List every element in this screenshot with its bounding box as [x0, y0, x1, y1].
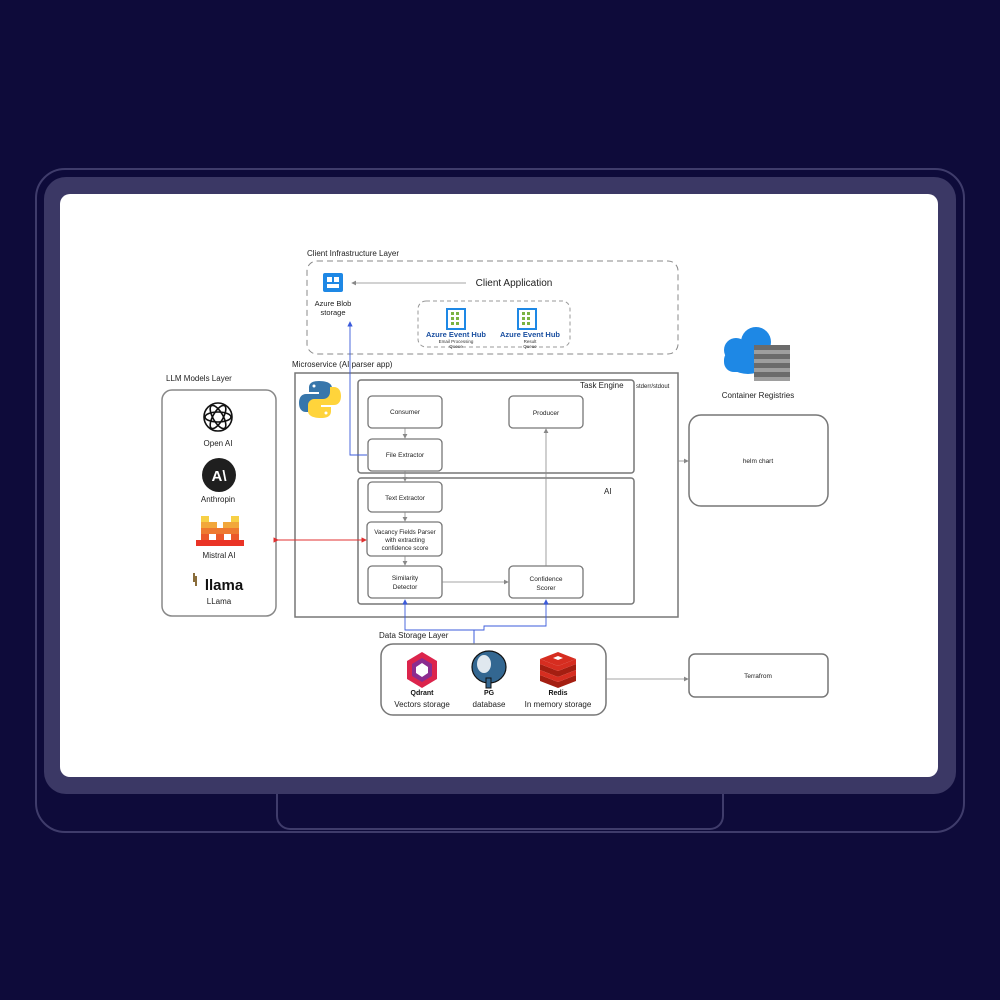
- vacancy-label-3: confidence score: [382, 545, 429, 552]
- event-hub-icon: [446, 308, 466, 330]
- vacancy-label-2: with extracting: [384, 537, 425, 544]
- helm-chart-node: [688, 414, 829, 507]
- terraform-label: Terrafrom: [744, 673, 772, 680]
- event-hub-2-title: Azure Event Hub: [500, 330, 560, 339]
- mistral-label: Mistral AI: [203, 551, 236, 560]
- stdout-label: stderr/stdout: [636, 384, 670, 390]
- event-hub-2-sub-1: Result: [524, 339, 538, 344]
- consumer-label: Consumer: [390, 409, 421, 416]
- helm-chart-label: helm chart: [743, 458, 774, 465]
- llm-layer-title: LLM Models Layer: [166, 374, 232, 383]
- producer-label: Producer: [533, 410, 560, 417]
- data-layer-title: Data Storage Layer: [379, 631, 449, 640]
- redis-name: Redis: [548, 690, 567, 697]
- vacancy-label-1: Vacancy Fields Parser: [374, 529, 435, 536]
- redis-desc: In memory storage: [525, 700, 592, 709]
- container-registry-icon: [724, 327, 790, 381]
- data-layer-box: [380, 643, 607, 716]
- postgres-icon: [471, 650, 507, 689]
- openai-icon: [203, 402, 233, 432]
- event-hub-2-sub-2: Queue: [523, 344, 537, 349]
- similarity-label-2: Detector: [393, 584, 418, 591]
- mistral-icon: [196, 516, 244, 546]
- client-application-label: Client Application: [476, 278, 553, 289]
- microservice-title: Microservice (AI parser app): [292, 360, 393, 369]
- similarity-label-1: Similarity: [392, 575, 419, 582]
- event-hub-1-sub-2: Queue: [449, 344, 463, 349]
- producer-node: [508, 395, 584, 429]
- similarity-detector-node: [367, 565, 443, 599]
- ai-label: AI: [604, 487, 612, 496]
- event-hub-1-sub-1: Email Processing: [439, 339, 474, 344]
- device-outline: [35, 168, 965, 833]
- client-layer-box: [306, 260, 679, 355]
- blob-connection-arrows: [347, 321, 549, 644]
- anthropic-icon: A\: [202, 458, 236, 492]
- qdrant-desc: Vectors storage: [394, 700, 450, 709]
- azure-blob-icon: [323, 273, 343, 292]
- confidence-label-2: Scorer: [536, 585, 556, 592]
- event-hub-1-title: Azure Event Hub: [426, 330, 486, 339]
- confidence-label-1: Confidence: [530, 576, 563, 583]
- openai-label: Open AI: [204, 439, 233, 448]
- pg-name: PG: [484, 690, 495, 697]
- file-extractor-label: File Extractor: [386, 452, 425, 459]
- anthropic-label: Anthropin: [201, 495, 235, 504]
- client-layer-title: Client Infrastructure Layer: [307, 249, 399, 258]
- task-engine-label: Task Engine: [580, 381, 624, 390]
- pg-desc: database: [473, 700, 506, 709]
- llm-layer-box: [161, 389, 277, 617]
- python-icon: [299, 381, 341, 418]
- qdrant-name: Qdrant: [411, 690, 435, 697]
- architecture-diagram: Client Infrastructure Layer Azure Blob s…: [161, 249, 829, 716]
- qdrant-icon: [407, 652, 437, 688]
- llama-icon: [193, 573, 197, 586]
- microservice-box: [294, 372, 679, 618]
- azure-blob-label-1: Azure Blob: [315, 299, 352, 308]
- container-registries-label: Container Registries: [722, 391, 794, 400]
- azure-blob-label-2: storage: [320, 308, 345, 317]
- svg-text:A\: A\: [212, 468, 228, 485]
- event-hub-icon: [517, 308, 537, 330]
- internal-arrows: [402, 428, 689, 585]
- task-engine-box: [357, 379, 635, 474]
- llama-logo-text: llama: [205, 577, 244, 594]
- diagram-screen: Client Infrastructure Layer Azure Blob s…: [60, 194, 938, 777]
- vacancy-parser-node: [366, 521, 443, 557]
- terraform-node: [688, 653, 829, 698]
- redis-icon: [540, 652, 576, 688]
- device-stand-notch: [276, 794, 724, 830]
- text-extractor-label: Text Extractor: [385, 495, 426, 502]
- llama-label: LLama: [207, 597, 232, 606]
- event-hub-group: [417, 300, 571, 348]
